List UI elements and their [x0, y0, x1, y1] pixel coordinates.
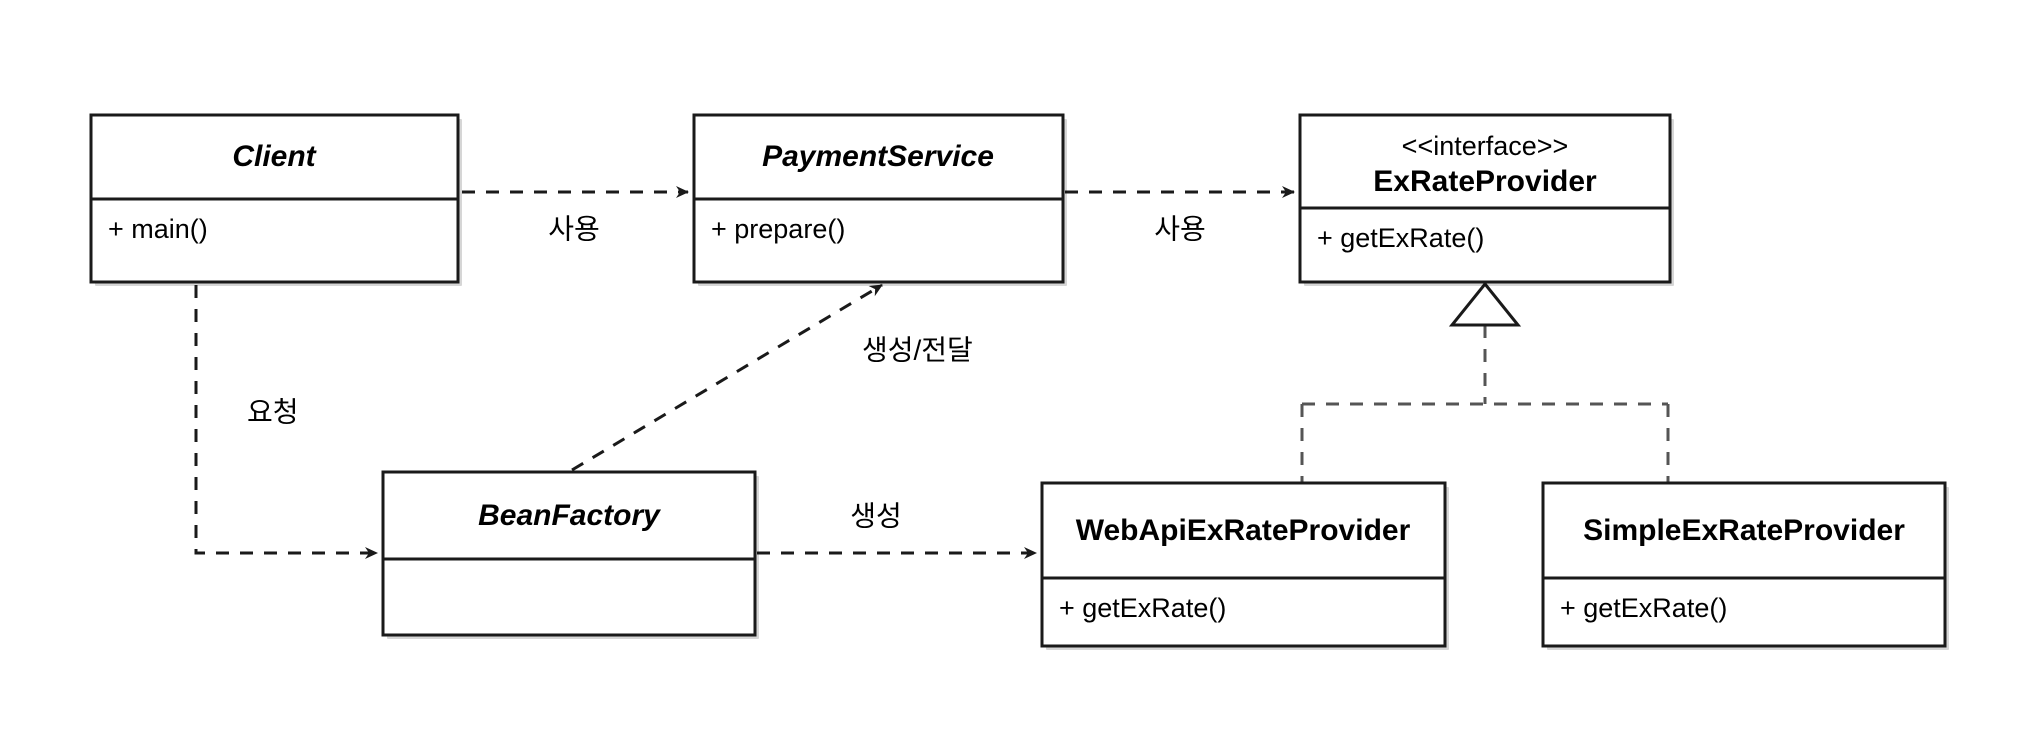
class-name-label: PaymentService [762, 140, 994, 173]
class-box-client[interactable]: Client + main() [89, 113, 462, 286]
relation-client-requests-bean-factory: 요청 [194, 285, 378, 559]
relation-label-request: 요청 [247, 396, 299, 427]
class-member-label: + getExRate() [1059, 593, 1226, 623]
relation-label-create-deliver: 생성/전달 [862, 334, 973, 365]
class-box-bean-factory[interactable]: BeanFactory [381, 470, 759, 639]
relation-bean-factory-creates-payment-service: 생성/전달 [571, 283, 973, 472]
class-member-label: + prepare() [711, 214, 845, 244]
class-box-payment-service[interactable]: PaymentService + prepare() [692, 113, 1067, 286]
box-outline [381, 470, 757, 637]
class-box-webapi-ex-rate-provider[interactable]: WebApiExRateProvider + getExRate() [1040, 481, 1449, 650]
class-name-label: BeanFactory [478, 499, 661, 532]
box-outline [1040, 481, 1447, 648]
realization-triangle-icon [1448, 281, 1522, 327]
class-member-label: + getExRate() [1317, 223, 1484, 253]
class-member-label: + getExRate() [1560, 593, 1727, 623]
class-name-label: WebApiExRateProvider [1076, 514, 1411, 547]
relation-label-usage-2: 사용 [1154, 213, 1206, 244]
class-box-simple-ex-rate-provider[interactable]: SimpleExRateProvider + getExRate() [1541, 481, 1949, 650]
relation-label-usage-1: 사용 [548, 213, 600, 244]
dependency-line [194, 285, 378, 559]
class-name-label: Client [232, 140, 317, 173]
dependency-line [571, 283, 883, 472]
relation-client-uses-payment-service: 사용 [462, 186, 689, 244]
class-stereotype-label: <<interface>> [1402, 131, 1569, 161]
box-outline [1541, 481, 1947, 648]
box-outline [1298, 113, 1672, 284]
relation-payment-service-uses-ex-rate-provider: 사용 [1065, 186, 1295, 244]
relation-realization-ex-rate-provider [1300, 281, 1670, 485]
class-box-ex-rate-provider[interactable]: <<interface>> ExRateProvider + getExRate… [1298, 113, 1674, 286]
class-name-label: ExRateProvider [1373, 165, 1597, 198]
relation-bean-factory-creates-webapi: 생성 [757, 500, 1037, 559]
class-member-label: + main() [108, 214, 208, 244]
relation-label-create: 생성 [850, 500, 902, 531]
class-name-label: SimpleExRateProvider [1583, 514, 1905, 547]
